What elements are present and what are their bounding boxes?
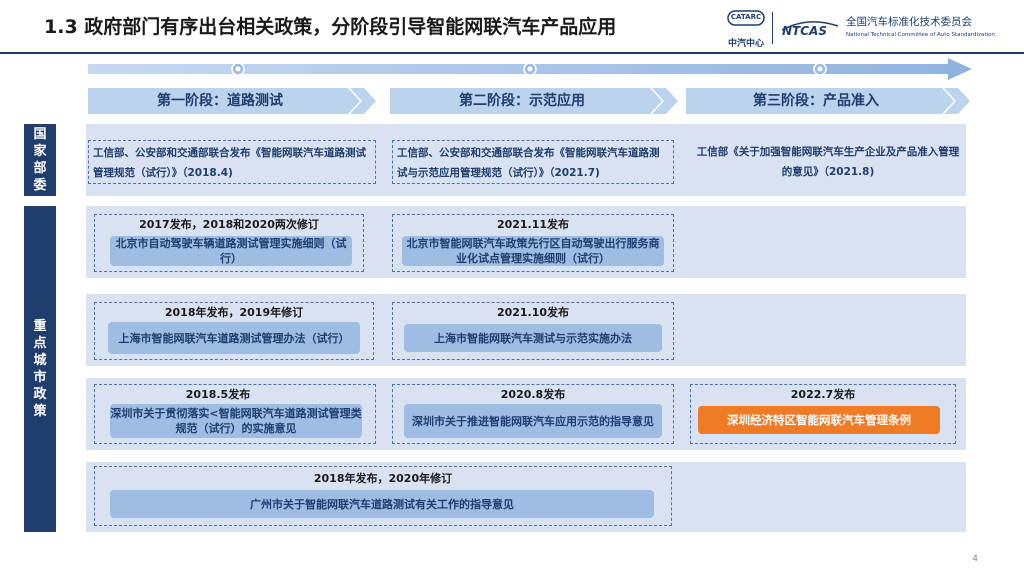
stage-1-label: 第一阶段：道路测试 bbox=[157, 93, 283, 109]
ntcas-name-cn: 全国汽车标准化技术委员会 bbox=[846, 16, 972, 28]
national-policy-stage3: 工信部《关于加强智能网联汽车生产企业及产品准入管理的意见》（2021.8) bbox=[690, 140, 966, 184]
national-policy-stage3-text: 工信部《关于加强智能网联汽车生产企业及产品准入管理的意见》（2021.8) bbox=[696, 146, 960, 178]
beijing-stage1-box bbox=[94, 214, 364, 272]
shanghai-stage1-box bbox=[94, 302, 374, 360]
national-policy-stage2-text: 工信部、公安部和交通部联合发布《智能网联汽车道路测试与示范应用管理规范（试行）》… bbox=[397, 147, 660, 179]
beijing-stage2-policy: 北京市智能网联汽车政策先行区自动驾驶出行服务商业化试点管理实施细则（试行） bbox=[402, 236, 664, 266]
shanghai-stage2-date: 2021.10发布 bbox=[496, 306, 570, 319]
shenzhen-stage1-policy-text: 深圳市关于贯彻落实<智能网联汽车道路测试管理类规范（试行）的实施意见 bbox=[110, 407, 362, 435]
national-side-text: 国家部委 bbox=[33, 127, 47, 193]
shenzhen-stage2-box bbox=[392, 384, 674, 444]
shenzhen-stage3-policy: 深圳经济特区智能网联汽车管理条例 bbox=[698, 406, 940, 434]
ntcas-mark: NTCAS bbox=[782, 24, 827, 38]
guangzhou-box bbox=[94, 466, 672, 526]
national-policy-stage2: 工信部、公安部和交通部联合发布《智能网联汽车道路测试与示范应用管理规范（试行）》… bbox=[392, 140, 674, 184]
national-policy-stage1-text: 工信部、公安部和交通部联合发布《智能网联汽车道路测试管理规范（试行）》（2018… bbox=[93, 147, 366, 179]
shanghai-stage2-policy-text: 上海市智能网联汽车测试与示范实施办法 bbox=[434, 331, 632, 345]
beijing-stage2-date: 2021.11发布 bbox=[496, 218, 570, 231]
catarc-mark: CATARC bbox=[730, 13, 762, 21]
national-policy-stage1: 工信部、公安部和交通部联合发布《智能网联汽车道路测试管理规范（试行）》（2018… bbox=[88, 140, 376, 184]
stage-3-chevron bbox=[686, 88, 970, 114]
national-side-label: 国家部委 bbox=[24, 124, 56, 196]
logo-separator bbox=[772, 12, 773, 44]
stage-2-chevron bbox=[390, 88, 678, 114]
beijing-stage2-policy-text: 北京市智能网联汽车政策先行区自动驾驶出行服务商业化试点管理实施细则（试行） bbox=[406, 237, 660, 265]
shanghai-stage2-box bbox=[392, 302, 674, 360]
ntcas-name-en: National Technical Committee of Auto Sta… bbox=[846, 32, 995, 38]
stage-2-label: 第二阶段：示范应用 bbox=[459, 93, 585, 109]
page-title: 1.3 政府部门有序出台相关政策，分阶段引导智能网联汽车产品应用 bbox=[44, 16, 617, 38]
shenzhen-stage3-date: 2022.7发布 bbox=[790, 388, 856, 401]
ntcas-logo bbox=[781, 21, 839, 31]
shenzhen-stage2-policy-text: 深圳市关于推进智能网联汽车应用示范的指导意见 bbox=[412, 414, 654, 428]
guangzhou-policy: 广州市关于智能网联汽车道路测试有关工作的指导意见 bbox=[110, 490, 654, 518]
shenzhen-stage1-date: 2018.5发布 bbox=[185, 388, 251, 401]
shanghai-stage2-policy: 上海市智能网联汽车测试与示范实施办法 bbox=[404, 324, 662, 352]
guangzhou-date: 2018年发布，2020年修订 bbox=[313, 472, 453, 485]
shanghai-stage1-policy-text: 上海市智能网联汽车道路测试管理办法（试行） bbox=[118, 331, 350, 345]
shenzhen-stage1-box bbox=[94, 384, 376, 444]
stage-3-label: 第三阶段：产品准入 bbox=[753, 93, 879, 109]
timeline-arrow bbox=[88, 58, 972, 80]
beijing-stage1-policy: 北京市自动驾驶车辆道路测试管理实施细则（试行） bbox=[110, 236, 352, 266]
guangzhou-policy-text: 广州市关于智能网联汽车道路测试有关工作的指导意见 bbox=[250, 497, 514, 511]
stage-1-banner: 第一阶段：道路测试 bbox=[88, 88, 382, 114]
shenzhen-stage3-policy-text: 深圳经济特区智能网联汽车管理条例 bbox=[727, 413, 911, 427]
page-number: 4 bbox=[972, 554, 978, 564]
stage-3-banner: 第三阶段：产品准入 bbox=[686, 88, 974, 114]
stage-1-chevron bbox=[88, 88, 376, 114]
catarc-name: 中汽中心 bbox=[727, 39, 764, 49]
national-row bbox=[86, 124, 966, 196]
beijing-stage1-date: 2017发布，2018和2020两次修订 bbox=[139, 218, 319, 231]
catarc-logo bbox=[727, 10, 765, 26]
cities-side-label: 重点城市政策 bbox=[24, 206, 56, 532]
shanghai-stage1-date: 2018年发布，2019年修订 bbox=[164, 306, 304, 319]
cities-side-text: 重点城市政策 bbox=[33, 319, 47, 419]
shenzhen-stage1-policy: 深圳市关于贯彻落实<智能网联汽车道路测试管理类规范（试行）的实施意见 bbox=[110, 404, 362, 438]
shanghai-stage1-policy: 上海市智能网联汽车道路测试管理办法（试行） bbox=[108, 322, 360, 354]
shenzhen-stage2-date: 2020.8发布 bbox=[500, 388, 566, 401]
beijing-stage1-policy-text: 北京市自动驾驶车辆道路测试管理实施细则（试行） bbox=[115, 237, 347, 265]
shenzhen-stage2-policy: 深圳市关于推进智能网联汽车应用示范的指导意见 bbox=[404, 404, 662, 438]
title-divider bbox=[0, 52, 1024, 54]
beijing-stage2-box bbox=[392, 214, 674, 272]
stage-2-banner: 第二阶段：示范应用 bbox=[390, 88, 684, 114]
shenzhen-stage3-box bbox=[690, 384, 956, 444]
